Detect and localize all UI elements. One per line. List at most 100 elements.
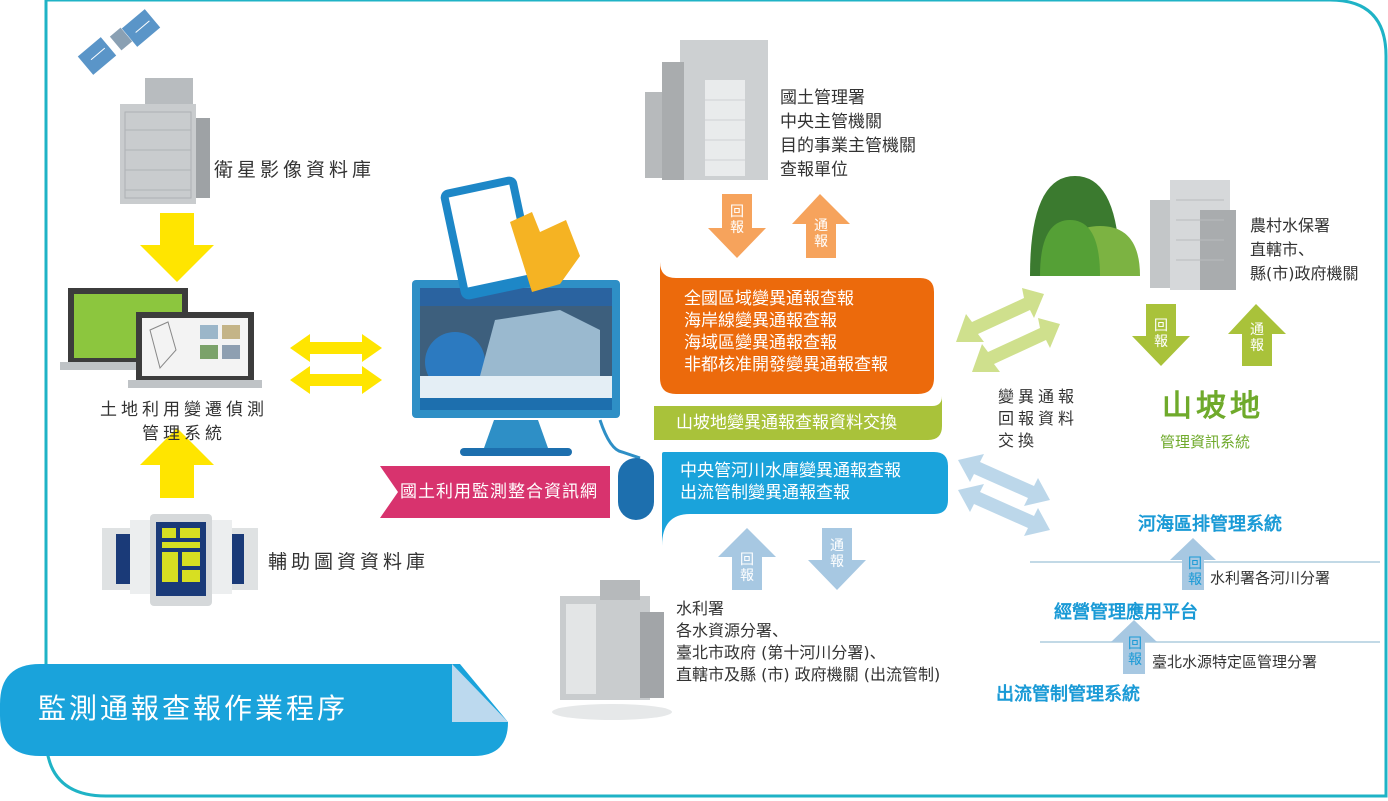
vertical-char: 回 xyxy=(1154,318,1168,334)
vertical-char: 報 xyxy=(814,234,828,250)
land-system-line2: 管理系統 xyxy=(142,424,226,444)
blue-exchange-arrow xyxy=(958,454,1050,536)
water-agency-3: 臺北市政府 (第十河川分署)、 xyxy=(676,643,886,662)
orange-notify-text-1: 通報 xyxy=(812,218,830,250)
land-system-line1: 土地利用變遷偵測 xyxy=(100,400,268,420)
slope-subtitle: 管理資訊系統 xyxy=(1160,433,1251,451)
yellow-arrow-up xyxy=(140,428,214,498)
ops-platform-system: 經營管理應用平台 xyxy=(1054,602,1198,623)
orange-item-3: 海域區變異通報查報 xyxy=(684,333,837,353)
top-agency-1: 國土管理署 xyxy=(780,88,865,108)
lime-bar-text: 山坡地變異通報查報資料交換 xyxy=(676,413,897,433)
blue-report-text-1: 回報 xyxy=(738,552,756,584)
water-agency-building-icon xyxy=(552,580,672,720)
orange-item-4: 非都核准開發變異通報查報 xyxy=(684,355,888,375)
blue-report-text: 回報 xyxy=(738,552,756,584)
blue-arrow-report xyxy=(718,528,776,590)
vertical-char: 回 xyxy=(730,204,744,220)
blue-item-2: 出流管制變異通報查報 xyxy=(680,483,850,503)
orange-box-text: 全國區域變異通報查報 海岸線變異通報查報 海域區變異通報查報 非都核准開發變異通… xyxy=(684,288,888,376)
blue-box-shape xyxy=(662,452,948,546)
orange-arrow-notify xyxy=(792,194,850,258)
small-arrow-river xyxy=(1170,538,1216,590)
river-sea-system: 河海區排管理系統 xyxy=(1138,514,1282,535)
banner-fold xyxy=(452,664,508,722)
orange-report-text: 回報 xyxy=(728,204,746,236)
top-agency-2: 中央主管機關 xyxy=(780,112,882,132)
blue-notify-text-1: 通報 xyxy=(828,538,846,570)
water-agencies-list: 水利署 各水資源分署、 臺北市政府 (第十河川分署)、 直轄市及縣 (市) 政府… xyxy=(676,598,940,686)
outer-frame xyxy=(44,0,1388,798)
lime-bar-shape xyxy=(654,396,942,440)
slope-agency-2: 直轄市、 xyxy=(1250,240,1315,259)
satellite-db-building-icon xyxy=(120,78,210,204)
exchange-text: 變異通報 回報資料 交換 xyxy=(998,386,1078,452)
taipei-branch-label: 臺北水源特定區管理分署 xyxy=(1152,653,1318,671)
vertical-char: 報 xyxy=(830,554,844,570)
river-branch-label: 水利署各河川分署 xyxy=(1210,569,1331,587)
green-arrow-report xyxy=(1132,304,1190,366)
green-exchange-arrow xyxy=(956,288,1060,372)
vertical-char: 報 xyxy=(1128,652,1142,668)
vertical-char: 報 xyxy=(740,568,754,584)
portal-tag-shape xyxy=(380,466,610,518)
slope-agencies-list: 農村水保署 直轄市、 縣(市)政府機關 xyxy=(1250,214,1359,286)
vertical-char: 報 xyxy=(1250,338,1264,354)
green-notify-text-1: 通報 xyxy=(1248,322,1266,354)
exchange-line-1: 變異通報 xyxy=(998,387,1079,406)
land-system-label: 土地利用變遷偵測 管理系統 xyxy=(84,398,284,446)
taipei-report-text: 回報 xyxy=(1126,636,1144,668)
exchange-line-3: 交換 xyxy=(998,431,1039,450)
banner-title: 監測通報查報作業程序 xyxy=(38,692,349,725)
vertical-char: 回 xyxy=(1188,556,1202,572)
top-agencies-list: 國土管理署 中央主管機關 目的事業主管機關 查報單位 xyxy=(780,86,916,182)
water-agency-1: 水利署 xyxy=(676,599,725,618)
green-notify-text: 通報 xyxy=(1248,322,1266,354)
orange-report-text-1: 回報 xyxy=(728,204,746,236)
vertical-char: 通 xyxy=(814,218,828,234)
vertical-char: 通 xyxy=(1250,322,1264,338)
orange-box-shape xyxy=(660,262,934,394)
vertical-char: 報 xyxy=(1188,572,1202,588)
top-agency-4: 查報單位 xyxy=(780,160,848,180)
slope-title: 山坡地 xyxy=(1162,389,1264,424)
aux-db-tablet-icon xyxy=(102,514,258,606)
phone-hand-icon xyxy=(440,176,580,300)
slope-agency-3: 縣(市)政府機關 xyxy=(1250,264,1359,283)
river-report-text-1: 回報 xyxy=(1186,556,1204,588)
green-report-text: 回報 xyxy=(1152,318,1170,350)
taipei-report-text-1: 回報 xyxy=(1126,636,1144,668)
orange-arrow-report xyxy=(708,194,766,258)
slope-agency-1: 農村水保署 xyxy=(1250,216,1331,235)
vertical-char: 回 xyxy=(1128,636,1142,652)
green-arrow-notify xyxy=(1228,304,1286,366)
vertical-char: 報 xyxy=(1154,334,1168,350)
satellite-db-label: 衛星影像資料庫 xyxy=(214,159,376,181)
river-report-text: 回報 xyxy=(1186,556,1204,588)
water-agency-2: 各水資源分署、 xyxy=(676,621,789,640)
small-arrow-taipei xyxy=(1111,620,1157,674)
portal-tag-label: 國土利用監測整合資訊網 xyxy=(400,482,598,502)
vertical-char: 報 xyxy=(730,220,744,236)
laptop-icon xyxy=(60,288,262,388)
satellite-icon xyxy=(77,9,161,75)
outflow-system: 出流管制管理系統 xyxy=(996,684,1140,705)
hill-building-icon xyxy=(1030,176,1236,290)
exchange-line-2: 回報資料 xyxy=(998,409,1079,428)
orange-notify-text: 通報 xyxy=(812,218,830,250)
green-report-text-1: 回報 xyxy=(1152,318,1170,350)
orange-item-1: 全國區域變異通報查報 xyxy=(684,289,854,309)
portal-monitor-icon xyxy=(412,280,654,520)
vertical-char: 通 xyxy=(830,538,844,554)
vertical-char: 回 xyxy=(740,552,754,568)
blue-box-text: 中央管河川水庫變異通報查報 出流管制變異通報查報 xyxy=(680,460,901,504)
banner-shape xyxy=(0,664,508,756)
top-agency-building-icon xyxy=(645,40,768,180)
water-agency-4: 直轄市及縣 (市) 政府機關 (出流管制) xyxy=(676,665,941,684)
yellow-double-arrow xyxy=(290,334,382,394)
top-agency-3: 目的事業主管機關 xyxy=(780,136,916,156)
aux-db-label: 輔助圖資資料庫 xyxy=(268,551,430,573)
blue-notify-text: 通報 xyxy=(828,538,846,570)
